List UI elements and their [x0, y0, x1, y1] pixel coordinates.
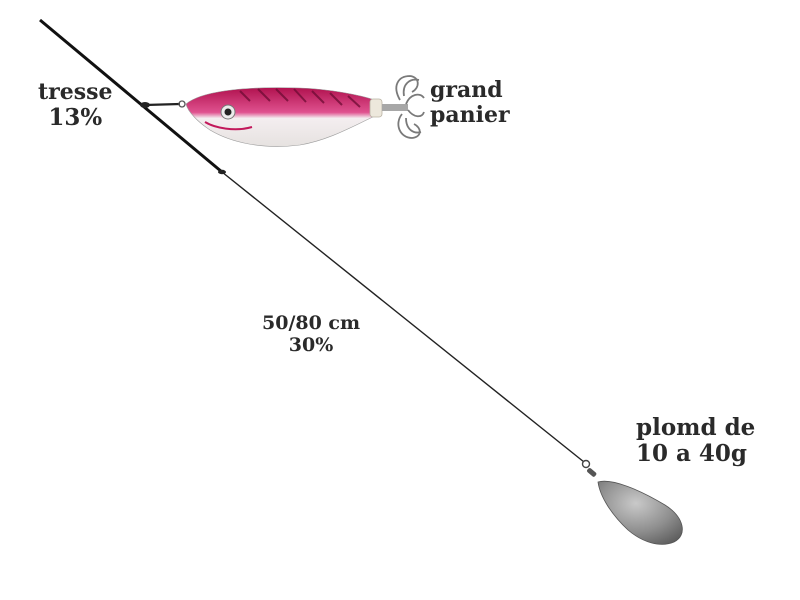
squid-jig-lure: [185, 87, 408, 147]
label-plomb-line1: plomd de: [636, 414, 756, 441]
label-tresse-line1: tresse: [38, 79, 113, 105]
label-plomb-line2: 10 a 40g: [636, 440, 748, 468]
label-plomb: plomd de 10 a 40g: [636, 414, 756, 468]
hook-stem: [382, 104, 408, 111]
swivel-ring: [581, 459, 591, 469]
lure-lip: [204, 121, 253, 131]
label-grand-panier: grand panier: [430, 77, 510, 129]
label-panier-line1: grand: [430, 77, 503, 103]
braid-line: [39, 18, 223, 174]
lure-stripes: [239, 88, 361, 108]
label-panier-line2: panier: [430, 102, 510, 129]
lead-sinker-assembly: [581, 459, 683, 545]
leader-line: [221, 171, 585, 463]
hook-basket: [395, 75, 425, 139]
label-tresse: tresse 13%: [38, 79, 113, 132]
label-length-line2: 30%: [288, 333, 334, 356]
swivel-body: [587, 468, 597, 477]
lure-eye-ring: [178, 100, 186, 108]
line-knot-lower: [218, 169, 226, 175]
label-leader-length: 50/80 cm 30%: [262, 312, 361, 357]
lead-sinker: [597, 480, 683, 545]
label-length-line1: 50/80 cm: [262, 312, 361, 334]
lure-collar: [369, 98, 383, 118]
dropper-line: [144, 102, 181, 107]
label-tresse-line2: 13%: [48, 104, 103, 132]
lure-body: [185, 87, 376, 147]
lure-pupil: [224, 108, 232, 116]
